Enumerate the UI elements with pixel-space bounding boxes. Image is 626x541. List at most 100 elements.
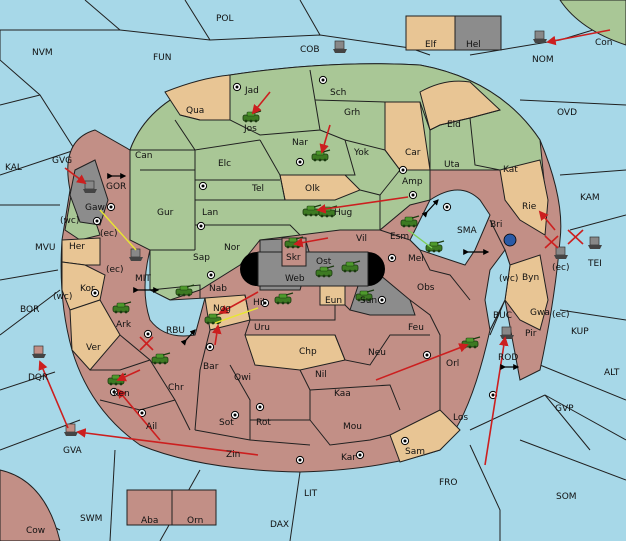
label-car: Car — [405, 148, 421, 158]
label-jad: Jad — [244, 86, 259, 96]
label-ovd: OVD — [557, 108, 577, 118]
coast-ec-tei: (ec) — [552, 263, 570, 273]
label-grh: Grh — [344, 108, 360, 118]
label-mvu: MVU — [35, 243, 56, 253]
label-amp: Amp — [402, 177, 423, 187]
label-gvg: GVG — [52, 156, 72, 166]
label-her: Her — [69, 242, 85, 252]
label-con: Con — [595, 38, 613, 48]
label-cow: Cow — [26, 526, 45, 536]
label-sma: SMA — [457, 226, 477, 236]
label-ver: Ver — [86, 343, 101, 353]
label-fun: FUN — [153, 53, 172, 63]
label-vil: Vil — [356, 234, 367, 244]
label-eld: Eld — [447, 120, 461, 130]
label-gor: GOR — [106, 182, 126, 192]
label-ail: Ail — [146, 422, 157, 432]
label-dqr: DQR — [28, 373, 48, 383]
label-bor: BOR — [20, 305, 39, 315]
coast-wc-byn: (wc) — [499, 274, 518, 284]
label-chr: Chr — [168, 383, 184, 393]
label-gva: GVA — [63, 446, 83, 456]
coast-ec-gor: (ec) — [100, 229, 118, 239]
territory-ver[interactable] — [69, 299, 121, 371]
label-skr: Skr — [286, 253, 301, 263]
label-nog: Nog — [213, 304, 231, 314]
label-sot: Sot — [219, 418, 234, 428]
label-orn: Orn — [187, 516, 203, 526]
label-obs: Obs — [417, 283, 435, 293]
label-nor: Nor — [224, 243, 240, 253]
coast-ec-kor: (ec) — [106, 265, 124, 275]
label-uru: Uru — [254, 323, 270, 333]
label-rod: ROD — [498, 353, 518, 363]
coast-tags: (ec) (wc) (ec) (wc) (ec) (wc) (ec) — [53, 216, 570, 320]
label-esm: Esm — [390, 232, 409, 242]
label-can: Can — [135, 151, 153, 161]
territory-chp[interactable] — [244, 334, 346, 371]
coast-wc-her: (wc) — [60, 216, 79, 226]
label-nab: Nab — [209, 284, 227, 294]
label-hel: Hel — [466, 40, 481, 50]
label-ken: Ken — [113, 389, 130, 399]
units — [31, 30, 603, 437]
label-cob: COB — [300, 45, 320, 55]
label-fro: FRO — [439, 478, 458, 488]
label-alt: ALT — [604, 368, 620, 378]
label-yok: Yok — [353, 148, 370, 158]
label-nvm: NVM — [32, 48, 53, 58]
cut-marks — [139, 229, 584, 351]
label-gvp: GVP — [555, 404, 574, 414]
label-aba: Aba — [141, 516, 158, 526]
label-uta: Uta — [444, 160, 460, 170]
label-eun: Eun — [325, 296, 342, 306]
territory-orn[interactable] — [171, 489, 217, 526]
label-buc: BUC — [493, 311, 512, 321]
label-chp: Chp — [299, 347, 317, 357]
label-feu: Feu — [408, 323, 424, 333]
label-los: Los — [453, 413, 468, 423]
label-jos: Jos — [243, 124, 257, 134]
territory-elf[interactable] — [405, 15, 456, 51]
label-olk: Olk — [305, 184, 321, 194]
territory-sam[interactable] — [389, 409, 461, 463]
territory-rie[interactable] — [499, 159, 549, 236]
label-ost: Ost — [316, 257, 332, 267]
label-dax: DAX — [270, 520, 289, 530]
label-rot: Rot — [256, 418, 271, 428]
label-orl: Orl — [446, 359, 459, 369]
sea-labels: POL NVM FUN COB NOM Con OVD KAL GVG GOR … — [5, 14, 620, 536]
coast-ec-gwa: (ec) — [552, 310, 570, 320]
label-neu: Neu — [368, 348, 386, 358]
territory-aba[interactable] — [126, 489, 173, 526]
label-rbu: RBU — [166, 326, 185, 336]
coast-wc-kor: (wc) — [53, 292, 72, 302]
label-mel: Mel — [408, 254, 424, 264]
label-bar: Bar — [203, 362, 219, 372]
label-kal: KAL — [5, 163, 22, 173]
sea-buc[interactable] — [484, 248, 511, 332]
label-gaw: Gaw — [85, 203, 105, 213]
territory-her[interactable] — [61, 237, 101, 266]
label-kup: KUP — [571, 327, 589, 337]
label-pol: POL — [216, 14, 234, 24]
label-sch: Sch — [330, 88, 346, 98]
label-tei: TEI — [587, 259, 602, 269]
territory-hel[interactable] — [454, 15, 502, 51]
label-sun: Sun — [360, 296, 377, 306]
label-mit: MIT — [135, 274, 151, 284]
swap-arrows — [107, 173, 520, 370]
label-sap: Sap — [193, 253, 210, 263]
label-hug: Hug — [334, 208, 352, 218]
label-gur: Gur — [157, 208, 174, 218]
label-pir: Pir — [525, 329, 537, 339]
order-arrows — [38, 29, 611, 466]
label-kar: Kar — [341, 453, 356, 463]
label-lan: Lan — [202, 208, 218, 218]
label-kaa: Kaa — [334, 389, 351, 399]
label-lit: LIT — [304, 489, 318, 499]
land-labels: Elf Hel Jad Sch Qua Jos Grh Eld Can Nar … — [69, 40, 550, 526]
label-kor: Kor — [80, 284, 95, 294]
label-nom: NOM — [532, 55, 554, 65]
